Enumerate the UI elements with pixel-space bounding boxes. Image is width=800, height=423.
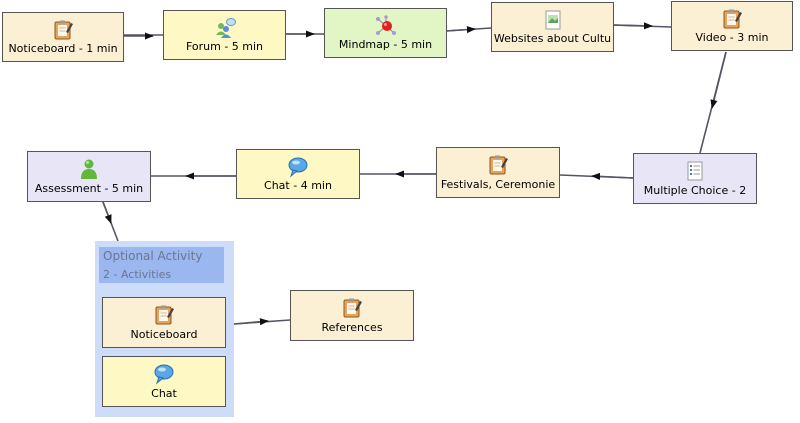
activity-video[interactable]: Video - 3 min [671,1,793,51]
activity-label: Noticeboard - 1 min [8,42,118,55]
notebook-pencil-icon [155,305,174,325]
activity-label: Noticeboard [130,328,198,341]
activity-label: Mindmap - 5 min [338,38,433,51]
notebook-pencil-icon [723,9,742,29]
link-multiplechoice-festivals-arrow [591,172,634,180]
activity-label: Video - 3 min [695,31,769,44]
notebook-pencil-icon [54,20,73,40]
optional-activity-group[interactable]: Optional Activity 2 - Activities Noticeb… [95,241,234,417]
link-optional-references-arrow [233,318,269,326]
link-websites-video-arrow [612,22,653,30]
activity-noticeboard[interactable]: Noticeboard - 1 min [2,12,124,62]
activity-label: Multiple Choice - 2 [643,184,747,197]
optional-activity-header: Optional Activity 2 - Activities [99,247,224,283]
mindmap-icon [375,15,396,35]
optional-activity-chat[interactable]: Chat [102,356,226,407]
speech-bubble-icon [288,157,308,178]
optional-activity-title: Optional Activity [103,249,203,263]
notebook-pencil-icon [343,298,362,318]
activity-mindmap[interactable]: Mindmap - 5 min [324,8,447,58]
activity-assessment[interactable]: Assessment - 5 min [27,151,151,202]
forum-people-icon [215,18,236,38]
activity-label: Forum - 5 min [185,40,264,53]
activity-chat[interactable]: Chat - 4 min [236,149,360,199]
optional-activity-noticeboard[interactable]: Noticeboard [102,297,226,348]
activity-multiple-choice[interactable]: Multiple Choice - 2 [633,153,757,204]
activity-festivals[interactable]: Festivals, Ceremonie [436,147,560,198]
activity-websites[interactable]: Websites about Cultu [491,2,614,52]
checklist-icon [687,161,703,181]
activity-label: Assessment - 5 min [34,182,144,195]
activity-label: Chat [151,387,177,400]
activity-forum[interactable]: Forum - 5 min [163,10,286,60]
person-icon [81,159,97,179]
activity-label: Chat - 4 min [264,179,332,192]
activity-label: References [321,321,383,334]
notebook-pencil-icon [489,155,508,175]
optional-activity-subtitle: 2 - Activities [103,268,172,281]
activity-label: Festivals, Ceremonie [440,178,556,191]
link-video-multiplechoice-arrow [710,51,727,109]
link-assessment-optional-arrow [102,201,112,224]
speech-bubble-icon [154,364,174,385]
link-mindmap-websites-arrow [445,25,476,34]
activity-label: Websites about Cultu [493,32,612,45]
activity-references[interactable]: References [290,290,414,341]
picture-document-icon [545,10,560,30]
